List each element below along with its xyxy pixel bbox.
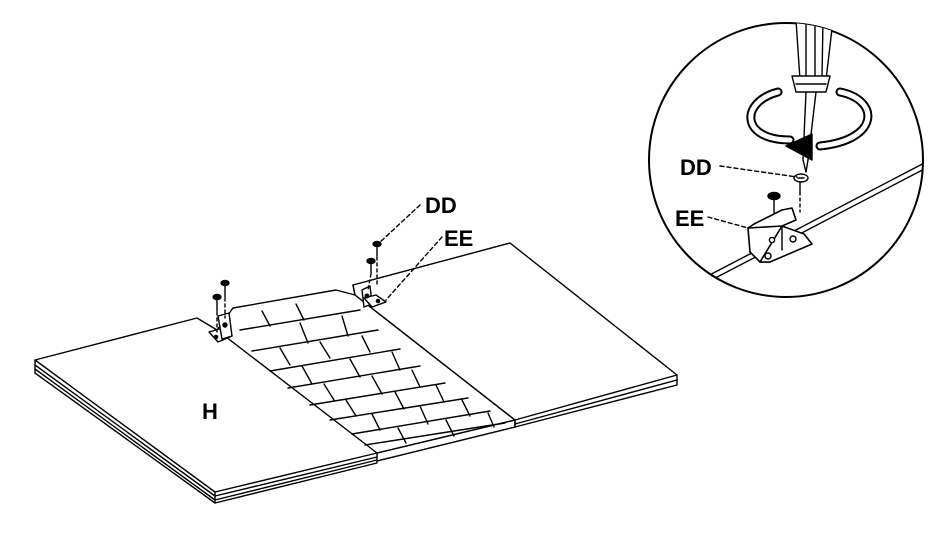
detail-bracket-ee-label: EE — [675, 206, 704, 231]
ee-leader-line — [385, 236, 443, 301]
screw-dd-label: DD — [425, 193, 457, 218]
left-screws-dd — [212, 279, 230, 333]
right-panel — [352, 242, 678, 428]
panel-h-label: H — [202, 399, 218, 424]
detail-view-circle — [648, 22, 924, 298]
bracket-ee-label: EE — [444, 226, 473, 251]
left-bracket-ee — [208, 312, 233, 343]
right-bracket-ee — [361, 285, 387, 308]
left-panel-h — [34, 317, 378, 504]
middle-slat-panel — [216, 289, 516, 462]
dd-leader-line — [377, 204, 421, 245]
detail-screw-dd-label: DD — [680, 155, 712, 180]
